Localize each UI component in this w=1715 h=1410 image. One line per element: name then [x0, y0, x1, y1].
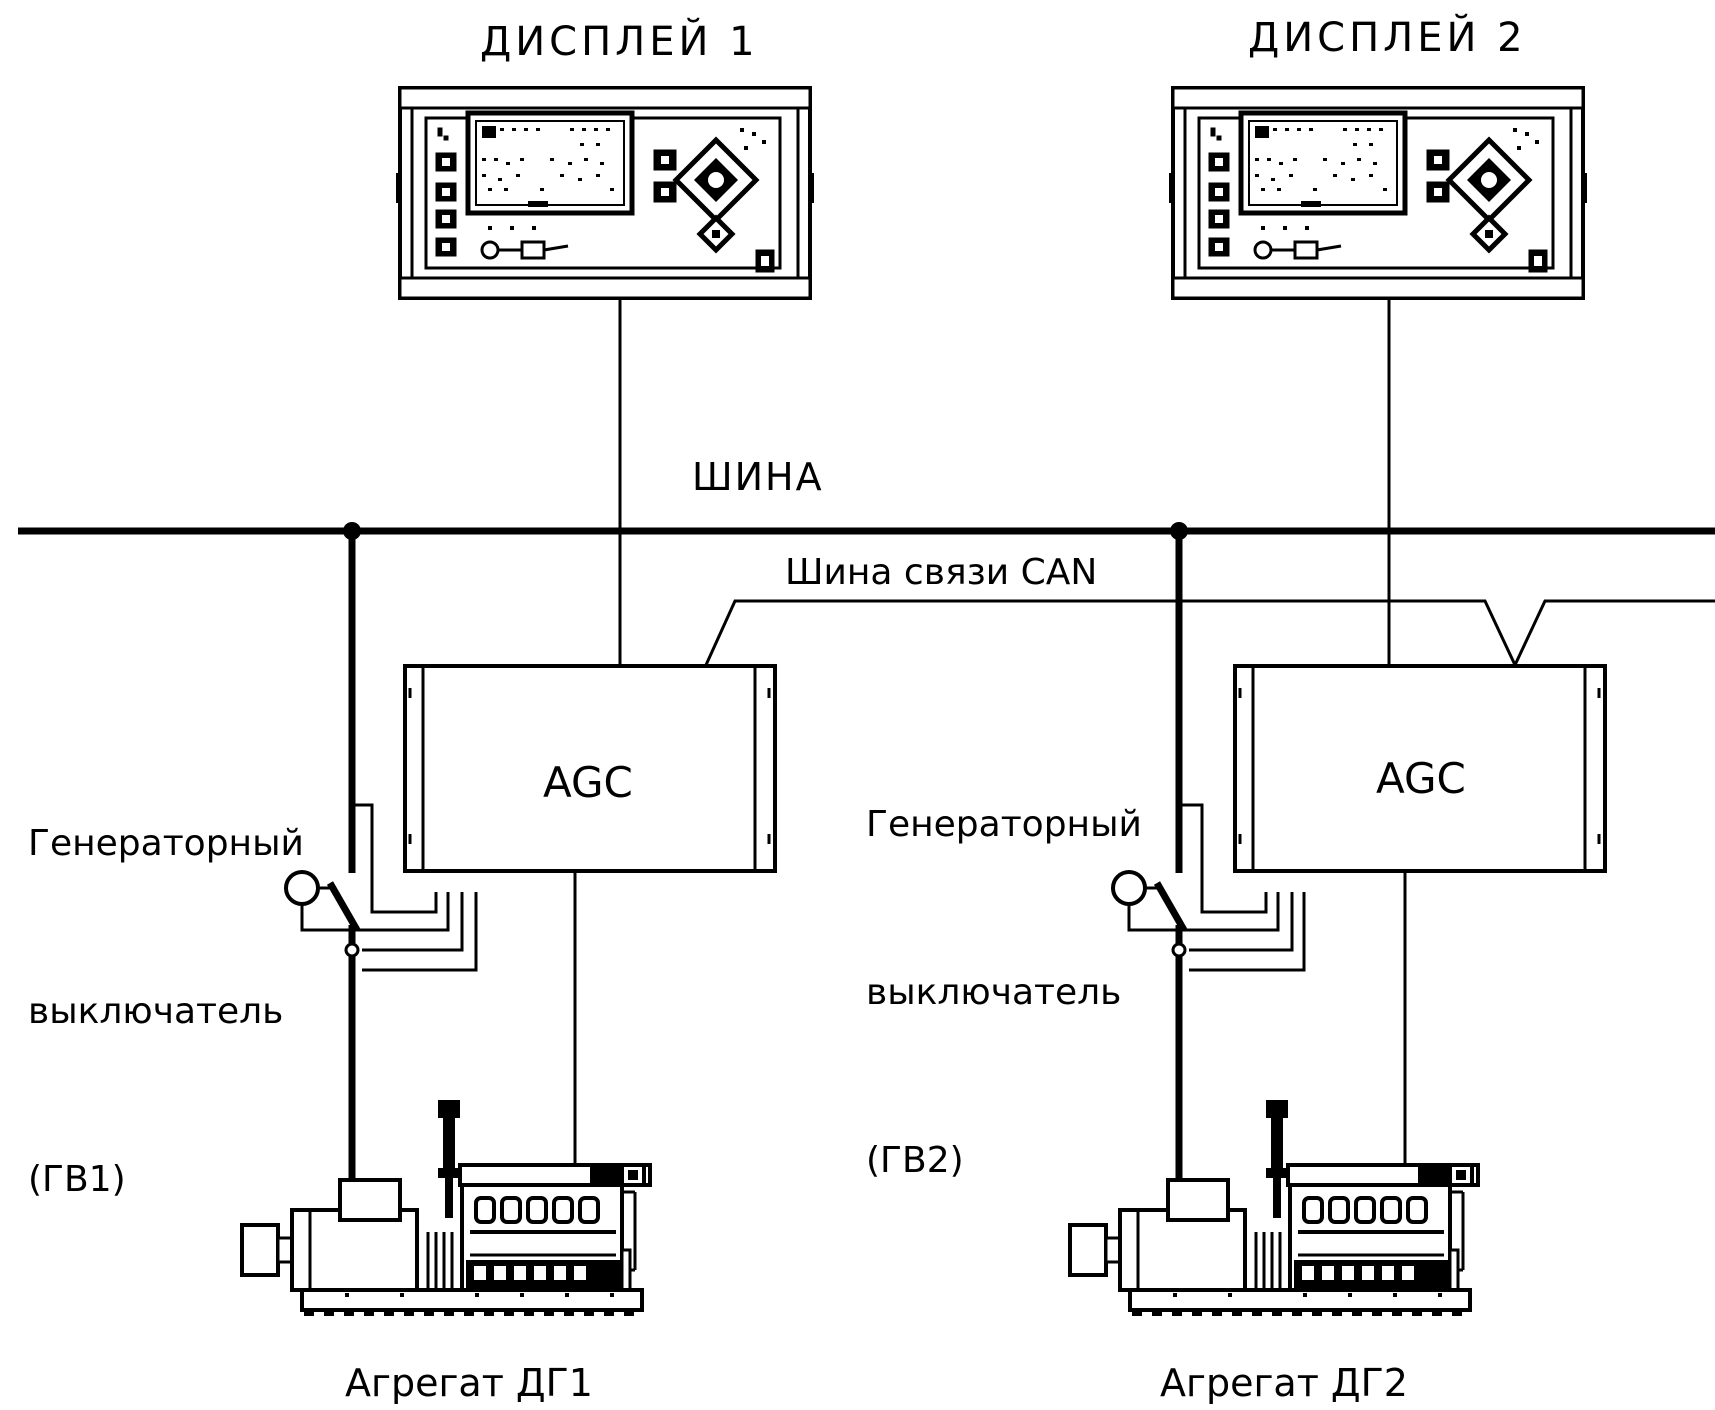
display-2-title: ДИСПЛЕЙ 2: [1248, 15, 1527, 61]
breaker-2-label: Генераторный выключатель (ГВ2): [866, 685, 1142, 1245]
agc-1-label: AGC: [543, 758, 633, 807]
can-bus-line: [704, 599, 1715, 666]
feeder-lines: [348, 531, 1183, 1200]
breaker-2-line1: Генераторный: [866, 804, 1142, 845]
breaker-1-line1: Генераторный: [28, 823, 304, 864]
agc-2-label: AGC: [1376, 754, 1466, 803]
control-wiring-2: [1157, 803, 1407, 1165]
genset-1-label: Агрегат ДГ1: [345, 1361, 593, 1405]
display-1: [396, 88, 814, 298]
breaker-2-line3: (ГВ2): [866, 1140, 964, 1181]
breaker-1-line2: выключатель: [28, 991, 284, 1032]
main-busbar: [18, 522, 1715, 540]
breaker-1-line3: (ГВ1): [28, 1159, 126, 1200]
control-wiring-1: [330, 803, 577, 1165]
bus-label: ШИНА: [692, 455, 824, 499]
display-link-lines: [618, 298, 1391, 666]
breaker-2-line2: выключатель: [866, 972, 1122, 1013]
breaker-1-label: Генераторный выключатель (ГВ1): [28, 704, 304, 1264]
display-2: [1169, 88, 1587, 298]
can-bus-label: Шина связи CAN: [785, 552, 1098, 593]
genset-2-label: Агрегат ДГ2: [1160, 1361, 1408, 1405]
display-1-title: ДИСПЛЕЙ 1: [480, 19, 759, 65]
